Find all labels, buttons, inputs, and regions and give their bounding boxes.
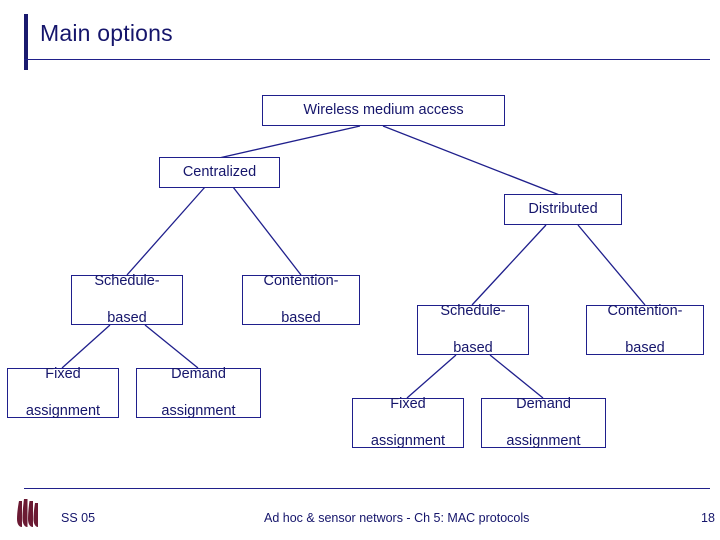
- node-centralized-fixed-assignment: Fixed assignment: [7, 365, 119, 421]
- node-distributed-schedule-based: Schedule- based: [417, 302, 529, 358]
- footer-center-text: Ad hoc & sensor networs - Ch 5: MAC prot…: [264, 511, 530, 525]
- node-label: Centralized: [182, 164, 257, 181]
- page-title: Main options: [40, 20, 173, 46]
- node-label-line1: Contention-: [607, 303, 683, 320]
- node-distributed-contention-based: Contention- based: [586, 302, 704, 358]
- node-label: Schedule- based: [440, 302, 505, 358]
- node-label-line2: assignment: [25, 403, 101, 420]
- node-label-line1: Demand: [516, 396, 571, 413]
- node-label: Contention- based: [264, 272, 339, 328]
- node-label-line1: Fixed: [390, 396, 426, 413]
- node-label-line2: assignment: [161, 403, 236, 420]
- footer-left-text: SS 05: [61, 511, 96, 525]
- node-label: Schedule- based: [94, 272, 159, 328]
- node-label-line2: assignment: [506, 433, 581, 450]
- node-label: Fixed assignment: [26, 365, 100, 421]
- node-label-line2: based: [281, 310, 321, 327]
- node-label: Fixed assignment: [371, 395, 445, 451]
- node-label-line2: based: [625, 340, 665, 357]
- footer-page-number: 18: [701, 511, 715, 525]
- node-label-line2: based: [453, 340, 493, 357]
- title-divider: [24, 59, 710, 60]
- node-label-line1: Fixed: [45, 366, 81, 383]
- node-centralized-demand-assignment: Demand assignment: [136, 365, 261, 421]
- node-centralized-schedule-based: Schedule- based: [71, 272, 183, 328]
- node-label-line1: Schedule-: [94, 273, 160, 290]
- university-logo-icon: [17, 499, 38, 527]
- node-label-line2: based: [107, 310, 147, 327]
- title-accent-bar: [24, 14, 28, 70]
- node-distributed-fixed-assignment: Fixed assignment: [352, 395, 464, 451]
- node-label: Demand assignment: [506, 395, 580, 451]
- node-label: Contention- based: [608, 302, 683, 358]
- footer-divider: [24, 488, 710, 489]
- node-label-line2: assignment: [370, 433, 446, 450]
- node-label: Demand assignment: [161, 365, 235, 421]
- node-distributed-demand-assignment: Demand assignment: [481, 395, 606, 451]
- node-label-line1: Contention-: [263, 273, 339, 290]
- node-distributed: Distributed: [504, 194, 622, 225]
- node-label: Distributed: [528, 201, 598, 218]
- node-wireless-medium-access: Wireless medium access: [262, 95, 505, 126]
- node-centralized-contention-based: Contention- based: [242, 272, 360, 328]
- node-label: Wireless medium access: [303, 102, 464, 119]
- node-label-line1: Demand: [171, 366, 226, 383]
- node-centralized: Centralized: [159, 157, 280, 188]
- node-label-line1: Schedule-: [440, 303, 506, 320]
